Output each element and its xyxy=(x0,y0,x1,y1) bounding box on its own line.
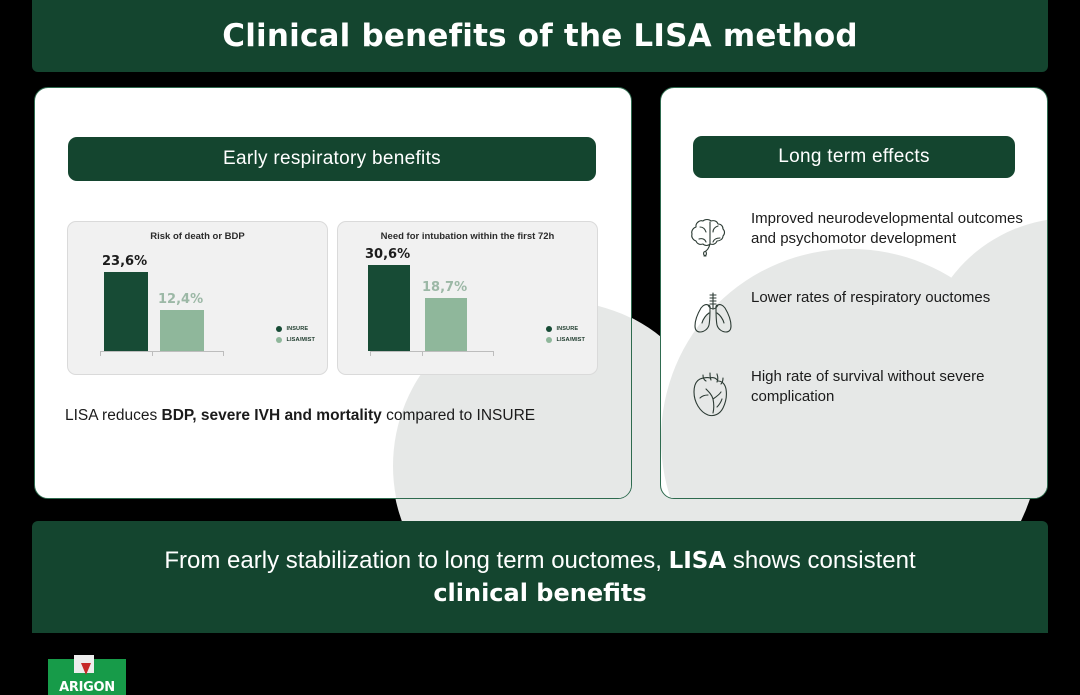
bar-label-insure: 30,6% xyxy=(365,247,411,262)
lungs-icon xyxy=(683,285,745,341)
logo-wordmark: ARIGON xyxy=(59,680,115,695)
legend-swatch-insure xyxy=(276,326,283,332)
left-panel-header-label: Early respiratory benefits xyxy=(223,148,441,169)
slide-root: Clinical benefits of the LISA method Ear… xyxy=(32,0,1048,695)
bar-label-lisa-mist: 12,4% xyxy=(158,292,204,307)
left-panel-header: Early respiratory benefits xyxy=(68,137,596,181)
list-item: Lower rates of respiratory ouctomes xyxy=(683,285,1033,341)
panel-early-respiratory-benefits: Early respiratory benefits Risk of death… xyxy=(34,87,632,499)
page-title: Clinical benefits of the LISA method xyxy=(222,18,858,54)
panel-long-term-effects: Long term effects xyxy=(660,87,1048,499)
chart-card-need-for-intubation: Need for intubation within the first 72h… xyxy=(337,221,598,375)
long-term-effects-list: Improved neurodevelopmental outcomes and… xyxy=(683,206,1033,443)
list-item-label: Improved neurodevelopmental outcomes and… xyxy=(751,210,1023,248)
legend-label-insure: INSURE xyxy=(286,326,309,332)
legend-label-lisa-mist: LISA/MIST xyxy=(286,337,315,343)
chart-legend: INSURE LISA/MIST xyxy=(276,326,315,348)
chart-plot-area: 23,6% 12,4% xyxy=(82,252,232,362)
legend-item: LISA/MIST xyxy=(276,337,315,343)
heart-icon xyxy=(683,364,745,420)
axis-tick xyxy=(370,351,371,356)
legend-swatch-lisa-mist xyxy=(546,337,553,343)
axis-tick xyxy=(152,351,153,356)
footer-banner: From early stabilization to long term ou… xyxy=(32,521,1048,633)
chart-x-axis xyxy=(370,351,494,352)
chart-title: Risk of death or BDP xyxy=(150,231,245,242)
bar-insure xyxy=(368,265,410,351)
footer-headline: From early stabilization to long term ou… xyxy=(164,545,915,577)
bar-insure xyxy=(104,272,148,351)
arigon-logo: ARIGON xyxy=(48,655,126,695)
axis-tick xyxy=(493,351,494,356)
axis-tick xyxy=(100,351,101,356)
caption-prefix: LISA reduces xyxy=(65,407,162,424)
caption-bold: BDP, severe IVH and mortality xyxy=(161,407,382,424)
footer-subheadline: clinical benefits xyxy=(433,579,647,607)
chart-title: Need for intubation within the first 72h xyxy=(380,231,555,242)
legend-swatch-insure xyxy=(546,326,553,332)
footer-line1-bold: LISA xyxy=(668,547,727,574)
bar-lisa-mist xyxy=(425,298,467,351)
legend-label-lisa-mist: LISA/MIST xyxy=(556,337,585,343)
footer-line1-suffix: shows consistent xyxy=(726,546,916,574)
left-panel-body: Early respiratory benefits Risk of death… xyxy=(35,88,631,498)
right-panel-body: Long term effects xyxy=(661,88,1047,498)
legend-label-insure: INSURE xyxy=(556,326,579,332)
bar-label-lisa-mist: 18,7% xyxy=(422,280,468,295)
legend-item: LISA/MIST xyxy=(546,337,585,343)
legend-item: INSURE xyxy=(276,326,315,332)
footer-line1-prefix: From early stabilization to long term ou… xyxy=(164,546,669,574)
chart-card-risk-of-death-or-bdp: Risk of death or BDP 23,6% 12,4% INSURE xyxy=(67,221,328,375)
right-panel-header-label: Long term effects xyxy=(778,146,930,167)
caption-suffix: compared to INSURE xyxy=(381,407,536,424)
list-item: Improved neurodevelopmental outcomes and… xyxy=(683,206,1033,262)
axis-tick xyxy=(223,351,224,356)
bar-label-insure: 23,6% xyxy=(102,254,148,269)
right-panel-header: Long term effects xyxy=(693,136,1015,178)
legend-item: INSURE xyxy=(546,326,585,332)
logo-triangle-icon xyxy=(81,663,91,675)
axis-tick xyxy=(422,351,423,356)
list-item: High rate of survival without severe com… xyxy=(683,364,1033,420)
title-banner: Clinical benefits of the LISA method xyxy=(32,0,1048,72)
chart-plot-area: 30,6% 18,7% xyxy=(352,247,502,362)
brain-icon xyxy=(683,206,745,262)
list-item-label: High rate of survival without severe com… xyxy=(751,368,985,406)
legend-swatch-lisa-mist xyxy=(276,337,283,343)
left-panel-caption: LISA reduces BDP, severe IVH and mortali… xyxy=(65,406,605,426)
bar-lisa-mist xyxy=(160,310,204,351)
chart-x-axis xyxy=(100,351,224,352)
chart-legend: INSURE LISA/MIST xyxy=(546,326,585,348)
list-item-label: Lower rates of respiratory ouctomes xyxy=(751,289,991,306)
